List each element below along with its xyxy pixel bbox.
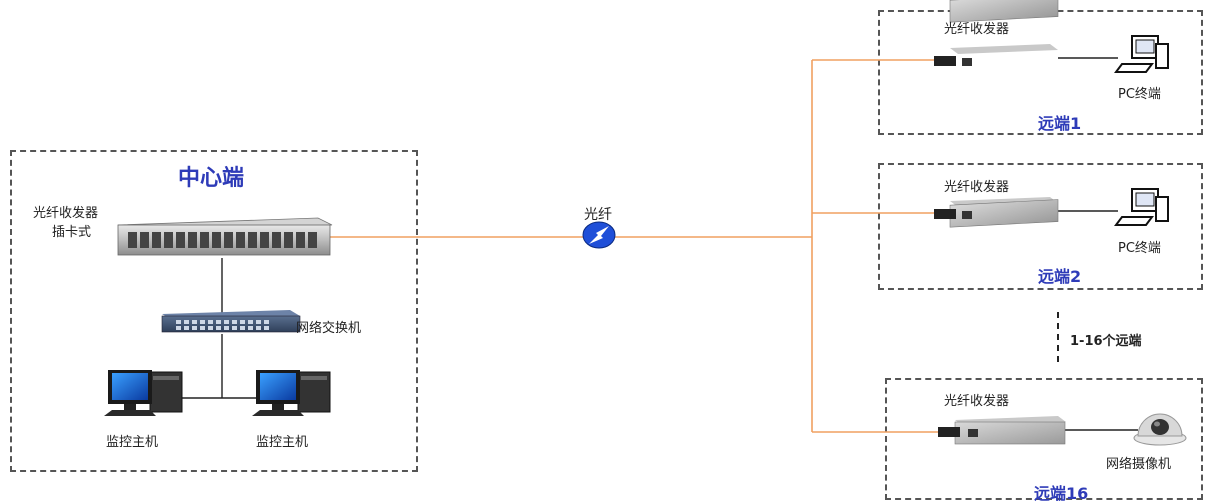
fiber-converter-chassis: [117, 217, 333, 256]
monitor-host-2-icon: [252, 370, 331, 416]
switch-label: 网络交换机: [296, 321, 362, 336]
remote2-converter-label: 光纤收发器: [944, 180, 1010, 195]
fiber-symbol-icon: [582, 221, 616, 249]
center-group-box: [10, 150, 418, 472]
remote2-group-box: [878, 163, 1203, 290]
chassis-card-slots: [128, 232, 317, 248]
remote2-pc-icon: [1114, 188, 1169, 226]
chassis-label-line2: 插卡式: [52, 225, 92, 240]
network-camera-icon: [1133, 413, 1187, 446]
host2-label: 监控主机: [256, 435, 309, 450]
remote1-converter-device: [934, 0, 1059, 66]
network-switch-device: [161, 310, 301, 333]
chassis-label-line1: 光纤收发器: [33, 206, 99, 221]
remote1-device-label: PC终端: [1118, 87, 1161, 102]
center-title: 中心端: [178, 166, 245, 191]
remote2-device-label: PC终端: [1118, 241, 1161, 256]
remote16-converter-device: [938, 416, 1066, 445]
remote2-title: 远端2: [1038, 267, 1082, 286]
remote-range-note: 1-16个远端: [1070, 334, 1142, 349]
remote1-title: 远端1: [1038, 114, 1082, 133]
remote1-pc-icon: [1114, 35, 1169, 73]
fiber-lines: [330, 59, 942, 433]
remote1-converter-label: 光纤收发器: [944, 22, 1010, 37]
remote16-group-box: [885, 378, 1203, 500]
monitor-host-1-icon: [104, 370, 183, 416]
remote16-device-label: 网络摄像机: [1106, 457, 1172, 472]
host1-label: 监控主机: [106, 435, 159, 450]
remote16-converter-label: 光纤收发器: [944, 394, 1010, 409]
remote2-converter-device: [934, 197, 1059, 228]
fiber-label: 光纤: [584, 207, 612, 223]
remote16-title: 远端16: [1034, 484, 1089, 503]
